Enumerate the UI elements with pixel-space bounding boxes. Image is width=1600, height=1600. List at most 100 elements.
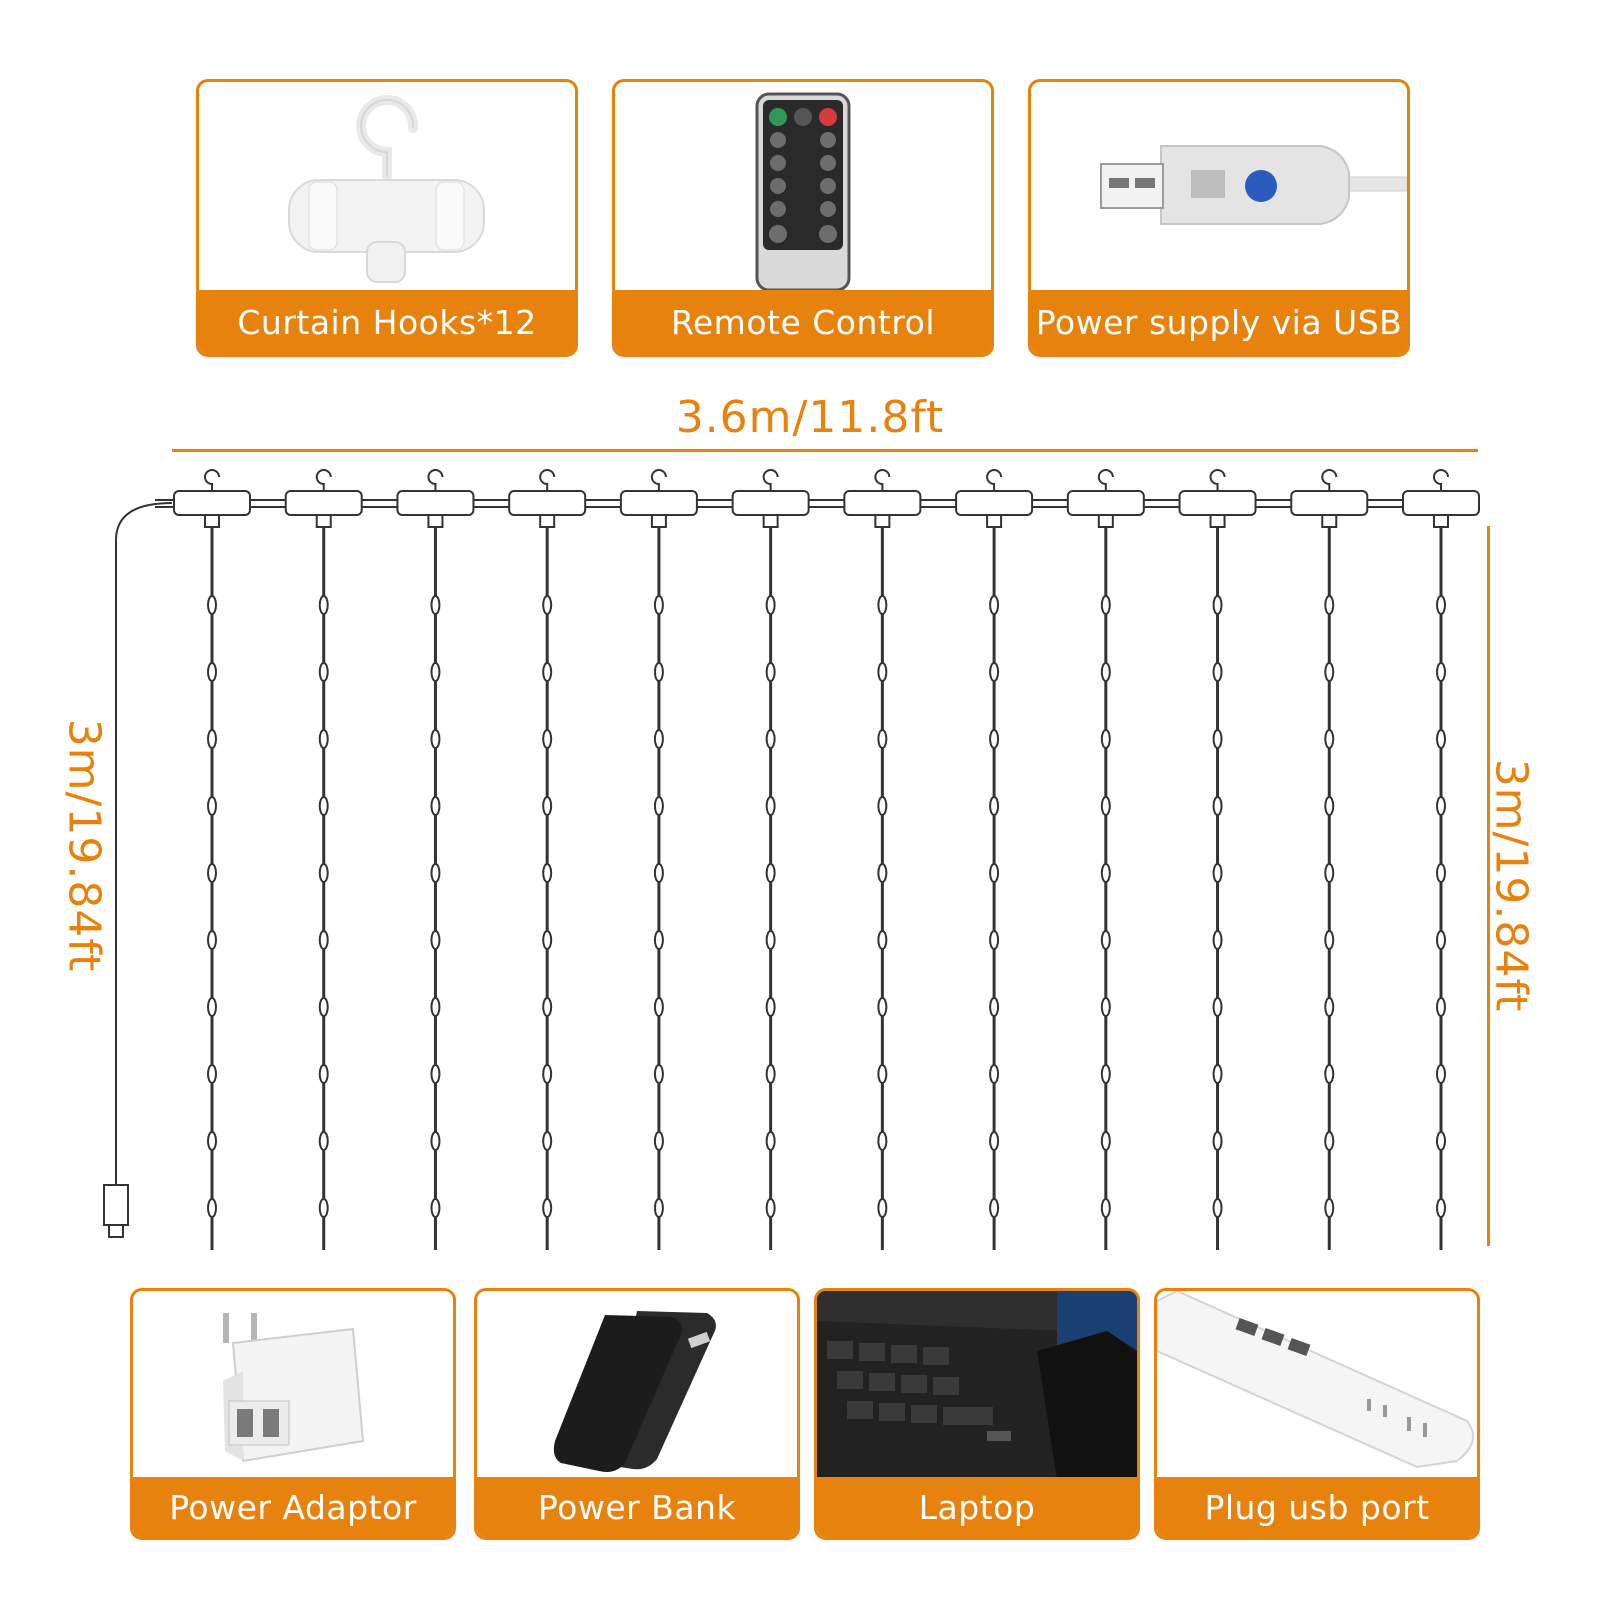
hook-icon (539, 469, 556, 491)
hook-connector-stem (650, 514, 667, 528)
led-bead (653, 997, 664, 1017)
card-usb-power: Power supply via USB (1028, 79, 1410, 357)
card-power-adaptor: Power Adaptor (130, 1288, 456, 1540)
led-bead (430, 997, 441, 1017)
led-bead (1324, 997, 1335, 1017)
led-bead (542, 595, 553, 615)
led-bead (1436, 729, 1446, 749)
led-bead (430, 595, 441, 615)
hook-connector (284, 490, 363, 516)
led-bead (1100, 595, 1111, 615)
hook-connector (508, 490, 587, 516)
led-bead (430, 1198, 441, 1218)
hook-icon (1097, 469, 1114, 491)
card-curtain-hooks: Curtain Hooks*12 (196, 79, 578, 357)
led-bead (542, 729, 553, 749)
led-bead (1324, 930, 1335, 950)
laptop-label: Laptop (817, 1477, 1137, 1537)
led-bead (765, 662, 776, 682)
led-bead (1324, 1131, 1335, 1151)
led-bead (1212, 930, 1223, 950)
led-bead (207, 1064, 217, 1084)
led-bead (765, 796, 776, 816)
led-bead (1324, 1198, 1335, 1218)
led-bead (207, 1131, 217, 1151)
hook-icon (650, 469, 667, 491)
led-bead (653, 729, 664, 749)
led-bead (1436, 997, 1446, 1017)
led-bead (430, 662, 441, 682)
hook-icon (427, 469, 444, 491)
led-bead (430, 930, 441, 950)
led-bead (877, 1064, 888, 1084)
led-bead (542, 863, 553, 883)
led-bead (1212, 796, 1223, 816)
led-bead (207, 1198, 217, 1218)
led-bead (1212, 1064, 1223, 1084)
usb-connector (103, 1184, 129, 1226)
hook-connector (619, 490, 698, 516)
hook-connector-stem (315, 514, 332, 528)
led-bead (1436, 930, 1446, 950)
hook-connector-stem (874, 514, 891, 528)
power-adaptor-label: Power Adaptor (133, 1477, 453, 1537)
led-bead (542, 662, 553, 682)
card-plug-usb-port: Plug usb port (1154, 1288, 1480, 1540)
card-power-bank: Power Bank (474, 1288, 800, 1540)
hook-icon (1433, 469, 1449, 491)
led-bead (765, 863, 776, 883)
led-bead (542, 930, 553, 950)
led-bead (765, 1064, 776, 1084)
led-bead (207, 863, 217, 883)
led-bead (877, 796, 888, 816)
led-bead (207, 796, 217, 816)
hook-connector (731, 490, 810, 516)
led-bead (653, 1131, 664, 1151)
led-bead (765, 1131, 776, 1151)
curtain-hooks-label: Curtain Hooks*12 (199, 290, 575, 354)
led-bead (1100, 796, 1111, 816)
led-bead (1436, 863, 1446, 883)
led-bead (877, 595, 888, 615)
led-bead (1100, 930, 1111, 950)
hook-icon (315, 469, 332, 491)
led-bead (877, 1131, 888, 1151)
led-bead (430, 796, 441, 816)
led-bead (542, 997, 553, 1017)
led-bead (1212, 595, 1223, 615)
led-bead (765, 997, 776, 1017)
hook-connector (396, 490, 475, 516)
led-bead (1436, 1064, 1446, 1084)
hook-connector-stem (1097, 514, 1114, 528)
power-bank-icon (553, 1311, 716, 1472)
led-bead (1436, 796, 1446, 816)
hook-connector-stem (427, 514, 444, 528)
led-bead (318, 1131, 329, 1151)
led-bead (207, 662, 217, 682)
led-bead (989, 595, 1000, 615)
led-bead (1436, 1198, 1446, 1218)
led-bead (765, 930, 776, 950)
led-bead (989, 863, 1000, 883)
led-bead (989, 662, 1000, 682)
led-bead (542, 1131, 553, 1151)
led-bead (1100, 1064, 1111, 1084)
led-bead (542, 1198, 553, 1218)
led-bead (1100, 1131, 1111, 1151)
laptop-icon (817, 1291, 1137, 1479)
hook-connector-stem (1209, 514, 1226, 528)
hook-connector-stem (1321, 514, 1338, 528)
usb-power-label: Power supply via USB (1031, 290, 1407, 354)
hook-connector-stem (762, 514, 779, 528)
led-bead (877, 662, 888, 682)
hook-icon (986, 469, 1003, 491)
hook-icon (1321, 469, 1338, 491)
width-dimension-label: 3.6m/11.8ft (675, 392, 945, 443)
led-bead (430, 729, 441, 749)
hook-connector (1290, 490, 1369, 516)
hook-connector (1066, 490, 1145, 516)
led-bead (207, 930, 217, 950)
led-bead (877, 729, 888, 749)
hook-icon (874, 469, 891, 491)
